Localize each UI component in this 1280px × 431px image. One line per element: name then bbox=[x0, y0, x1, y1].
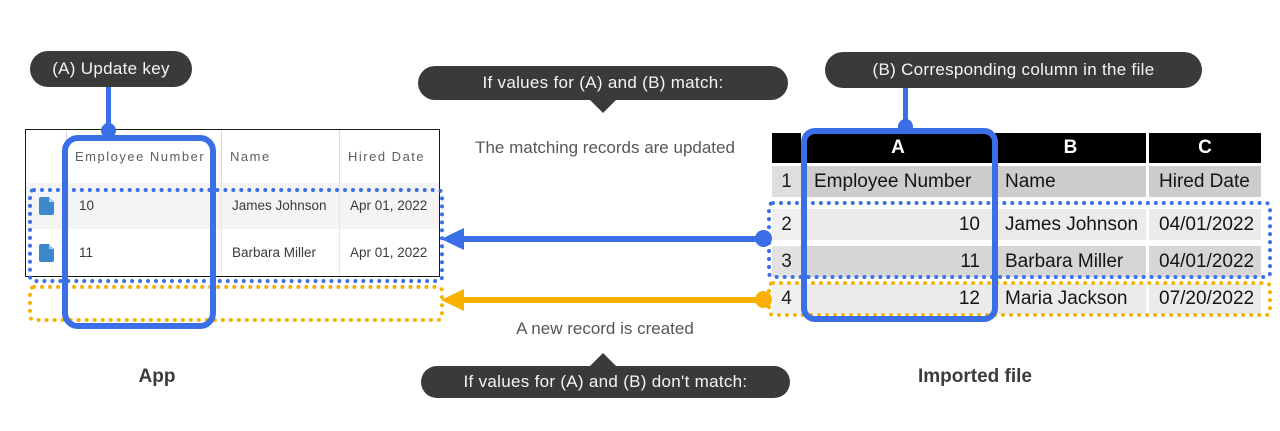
app-cell-hired-date: Apr 01, 2022 bbox=[339, 229, 439, 277]
corresponding-column-callout: (B) Corresponding column in the file bbox=[825, 52, 1202, 88]
app-header-name: Name bbox=[221, 130, 339, 183]
file-header-col-b: B bbox=[995, 133, 1146, 163]
update-key-column-highlight bbox=[62, 135, 216, 329]
app-label: App bbox=[138, 366, 176, 387]
match-arrow-head-icon bbox=[441, 228, 464, 250]
no-match-condition-callout: If values for (A) and (B) don't match: bbox=[421, 366, 790, 398]
record-cell bbox=[26, 229, 66, 276]
app-header-hired-date: Hired Date bbox=[339, 130, 439, 183]
file-header-col-c: C bbox=[1149, 133, 1261, 163]
file-column-a-highlight bbox=[801, 128, 998, 322]
file-row-number: 3 bbox=[772, 246, 801, 277]
file-cell-c3: 04/01/2022 bbox=[1149, 246, 1261, 277]
app-cell-name: James Johnson bbox=[221, 182, 339, 230]
match-arrow-dot bbox=[755, 230, 772, 247]
file-header-row: A B C bbox=[772, 133, 1261, 163]
file-cell-c2: 04/01/2022 bbox=[1149, 209, 1261, 240]
imported-file-table: A B C 1 Employee Number Name Hired Date … bbox=[772, 133, 1261, 314]
file-icon bbox=[38, 243, 54, 262]
file-header-corner bbox=[772, 133, 801, 163]
file-row-number: 2 bbox=[772, 209, 801, 240]
file-header-col-a: A bbox=[804, 133, 992, 163]
new-record-arrow-line bbox=[460, 297, 762, 303]
match-result-text: The matching records are updated bbox=[475, 138, 735, 157]
file-cell-c4: 07/20/2022 bbox=[1149, 284, 1261, 314]
file-cell-b2: James Johnson bbox=[995, 209, 1146, 240]
update-key-connector-line bbox=[106, 85, 111, 135]
file-row-2: 2 10 James Johnson 04/01/2022 bbox=[772, 209, 1261, 240]
imported-file-label: Imported file bbox=[917, 366, 1032, 387]
match-condition-callout: If values for (A) and (B) match: bbox=[418, 66, 788, 100]
file-cell-c1: Hired Date bbox=[1149, 166, 1261, 197]
match-arrow-line bbox=[460, 236, 762, 242]
file-cell-b1: Name bbox=[995, 166, 1146, 197]
file-cell-a4: 12 bbox=[804, 284, 992, 314]
file-cell-a2: 10 bbox=[804, 209, 992, 240]
file-icon bbox=[38, 196, 54, 215]
record-cell bbox=[26, 183, 66, 230]
new-record-arrow-dot bbox=[755, 291, 772, 308]
corresponding-column-connector-dot bbox=[898, 119, 913, 134]
corresponding-column-connector-line bbox=[903, 87, 908, 127]
update-key-connector-dot bbox=[101, 123, 116, 138]
file-cell-b3: Barbara Miller bbox=[995, 246, 1146, 277]
callout-tail-up-icon bbox=[589, 353, 617, 367]
file-row-4: 4 12 Maria Jackson 07/20/2022 bbox=[772, 284, 1261, 314]
no-match-result-text: A new record is created bbox=[516, 319, 694, 338]
file-row-3: 3 11 Barbara Miller 04/01/2022 bbox=[772, 246, 1261, 277]
app-header-icon-cell bbox=[26, 130, 66, 183]
file-row-number: 1 bbox=[772, 166, 801, 197]
file-row-number: 4 bbox=[772, 284, 801, 314]
file-cell-a3: 11 bbox=[804, 246, 992, 277]
file-cell-a1: Employee Number bbox=[804, 166, 992, 197]
file-row-1: 1 Employee Number Name Hired Date bbox=[772, 166, 1261, 197]
app-cell-hired-date: Apr 01, 2022 bbox=[339, 182, 439, 230]
file-cell-b4: Maria Jackson bbox=[995, 284, 1146, 314]
app-cell-name: Barbara Miller bbox=[221, 229, 339, 277]
callout-tail-down-icon bbox=[589, 99, 617, 113]
update-key-callout: (A) Update key bbox=[30, 51, 192, 87]
new-record-arrow-head-icon bbox=[441, 289, 464, 311]
